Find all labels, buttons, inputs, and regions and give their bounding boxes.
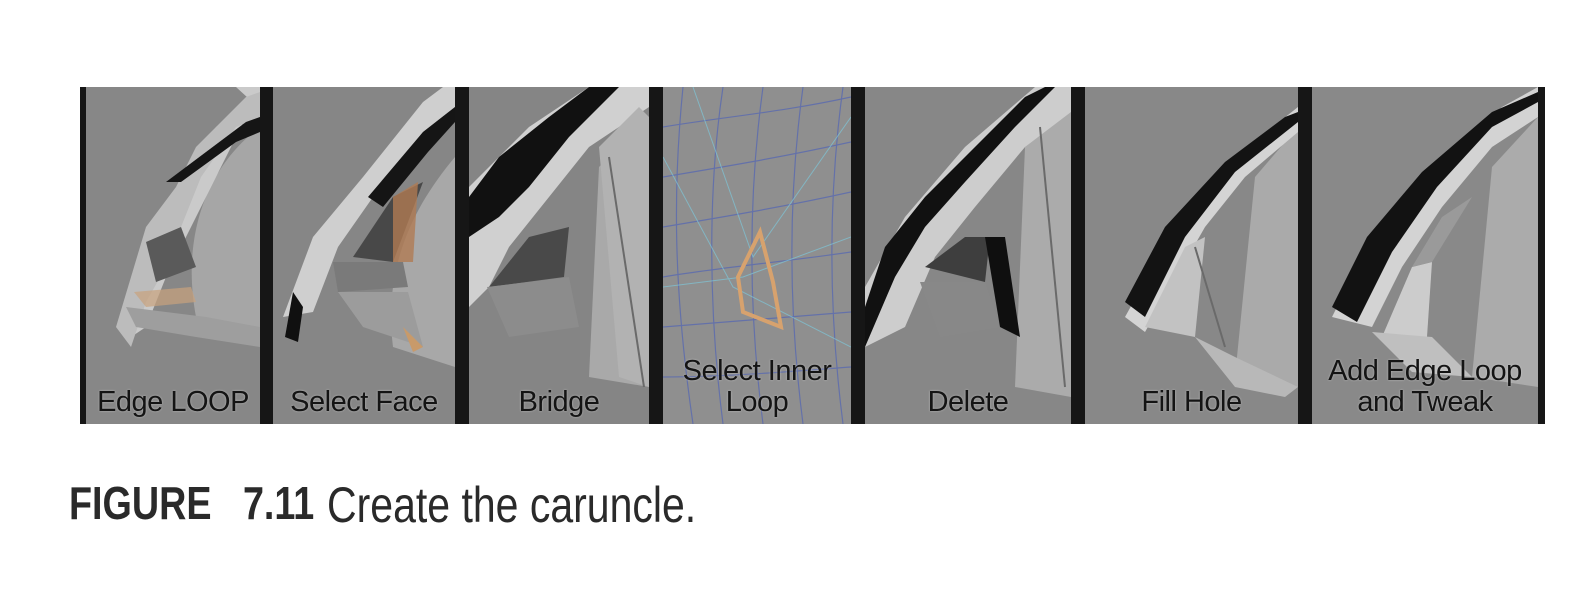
panel-delete-caption: Delete	[927, 386, 1009, 418]
panel-select-face-caption: Select Face	[290, 386, 438, 418]
figure-caption-text: Create the caruncle.	[327, 477, 697, 533]
panel-bridge-caption: Bridge	[518, 386, 600, 418]
figure-caption: FIGURE 7.11 Create the caruncle.	[69, 476, 696, 536]
panel-select-face-image	[273, 87, 455, 424]
panel-fill-hole-caption: Fill Hole	[1141, 386, 1242, 418]
panel-add-edge-loop: Add Edge Loop and Tweak	[1312, 87, 1538, 424]
panel-add-edge-loop-caption: Add Edge Loop and Tweak	[1328, 355, 1522, 418]
panel-add-edge-loop-image	[1312, 87, 1538, 424]
panel-fill-hole-image	[1085, 87, 1298, 424]
panel-bridge-image	[469, 87, 649, 424]
panel-bridge: Bridge	[469, 87, 649, 424]
panel-edge-loop: Edge LOOP	[86, 87, 260, 424]
panel-fill-hole: Fill Hole	[1085, 87, 1298, 424]
figure-image-strip: Edge LOOP Select Face	[80, 87, 1545, 424]
panel-delete: Delete	[865, 87, 1071, 424]
panel-select-face: Select Face	[273, 87, 455, 424]
figure-label: FIGURE 7.11	[69, 477, 315, 529]
panel-select-inner-loop: Select Inner Loop	[663, 87, 851, 424]
panel-edge-loop-image	[86, 87, 260, 424]
panel-delete-image	[865, 87, 1071, 424]
panel-select-inner-loop-image	[663, 87, 851, 424]
panel-select-inner-loop-caption: Select Inner Loop	[682, 355, 832, 418]
panel-edge-loop-caption: Edge LOOP	[97, 386, 249, 418]
